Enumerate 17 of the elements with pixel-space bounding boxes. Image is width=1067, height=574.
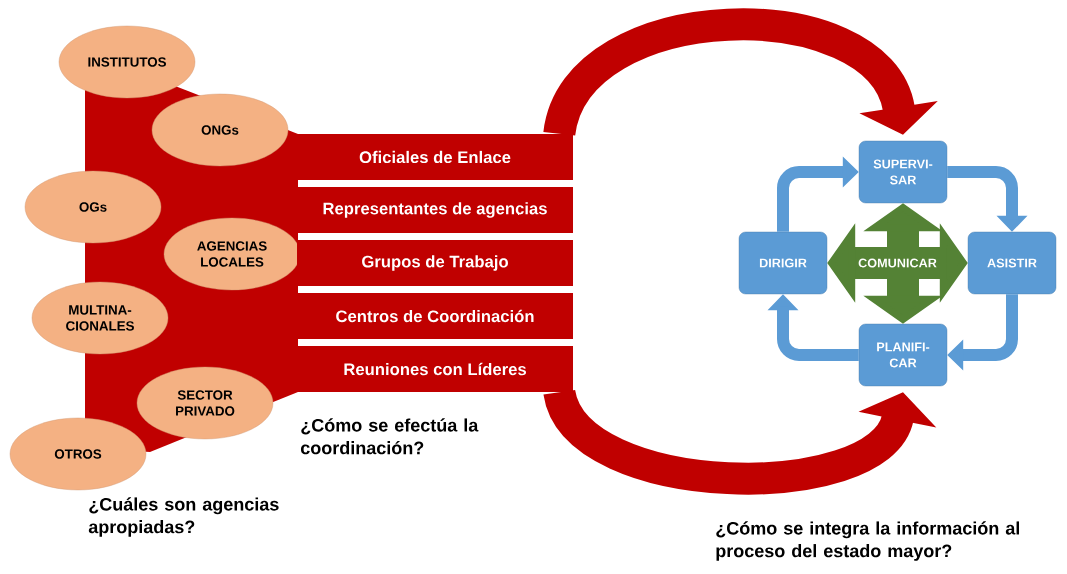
- process-box: DIRIGIR: [738, 231, 828, 295]
- method-bar: Centros de Coordinación: [297, 293, 573, 339]
- node-label: Reuniones con Líderes: [344, 362, 527, 376]
- question-text: ¿Cuáles son agencias apropiadas?: [88, 497, 279, 537]
- method-bar: Reuniones con Líderes: [297, 346, 573, 392]
- node-label: Centros de Coordinación: [336, 309, 534, 323]
- method-bar: Representantes de agencias: [297, 187, 573, 233]
- question-text: ¿Cómo se efectúa la coordinación?: [301, 418, 479, 455]
- question-text: ¿Cómo se integra la información al proceso del estado mayor?: [716, 521, 1020, 561]
- method-bar: Grupos de Trabajo: [297, 240, 573, 286]
- process-box: PLANIFI- CAR: [858, 323, 948, 387]
- method-bar: Oficiales de Enlace: [297, 134, 573, 180]
- edge-label: COMUNICAR: [856, 257, 939, 269]
- process-box: ASISTIR: [967, 231, 1057, 295]
- process-box: SUPERVI- SAR: [858, 140, 948, 204]
- node-label: Representantes de agencias: [323, 202, 547, 218]
- node-label: Oficiales de Enlace: [359, 150, 511, 164]
